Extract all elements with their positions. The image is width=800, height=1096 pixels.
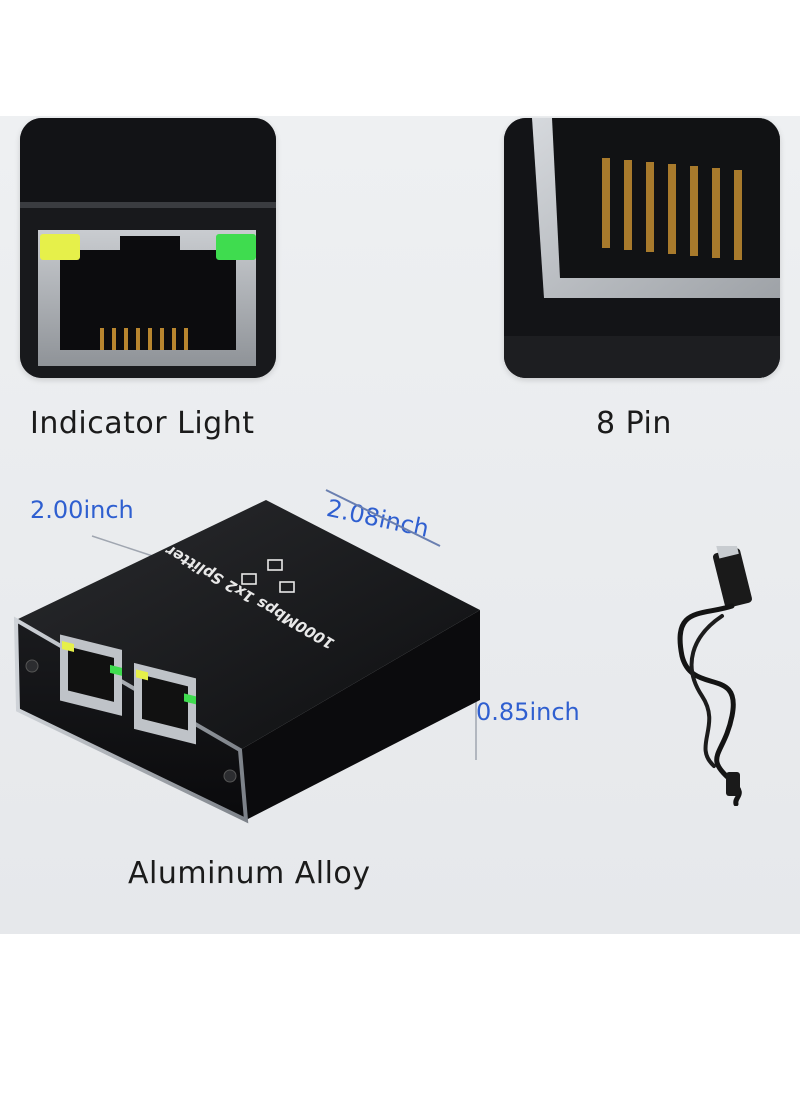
usb-cable	[677, 546, 752, 806]
yellow-led-icon	[40, 234, 80, 260]
eight-pin-caption: 8 Pin	[596, 406, 672, 441]
usb-plug-icon	[712, 548, 752, 608]
height-dimension-label: 0.85inch	[476, 698, 580, 726]
width-dimension-label: 2.00inch	[30, 496, 134, 524]
usb-c-plug-icon	[726, 772, 740, 796]
aluminum-alloy-caption: Aluminum Alloy	[128, 856, 371, 891]
eight-pin-photo	[504, 118, 780, 378]
splitter-device	[13, 500, 480, 824]
indicator-light-photo	[20, 118, 276, 378]
indicator-light-caption: Indicator Light	[30, 406, 255, 441]
green-led-icon	[216, 234, 256, 260]
screw-icon	[25, 659, 39, 673]
